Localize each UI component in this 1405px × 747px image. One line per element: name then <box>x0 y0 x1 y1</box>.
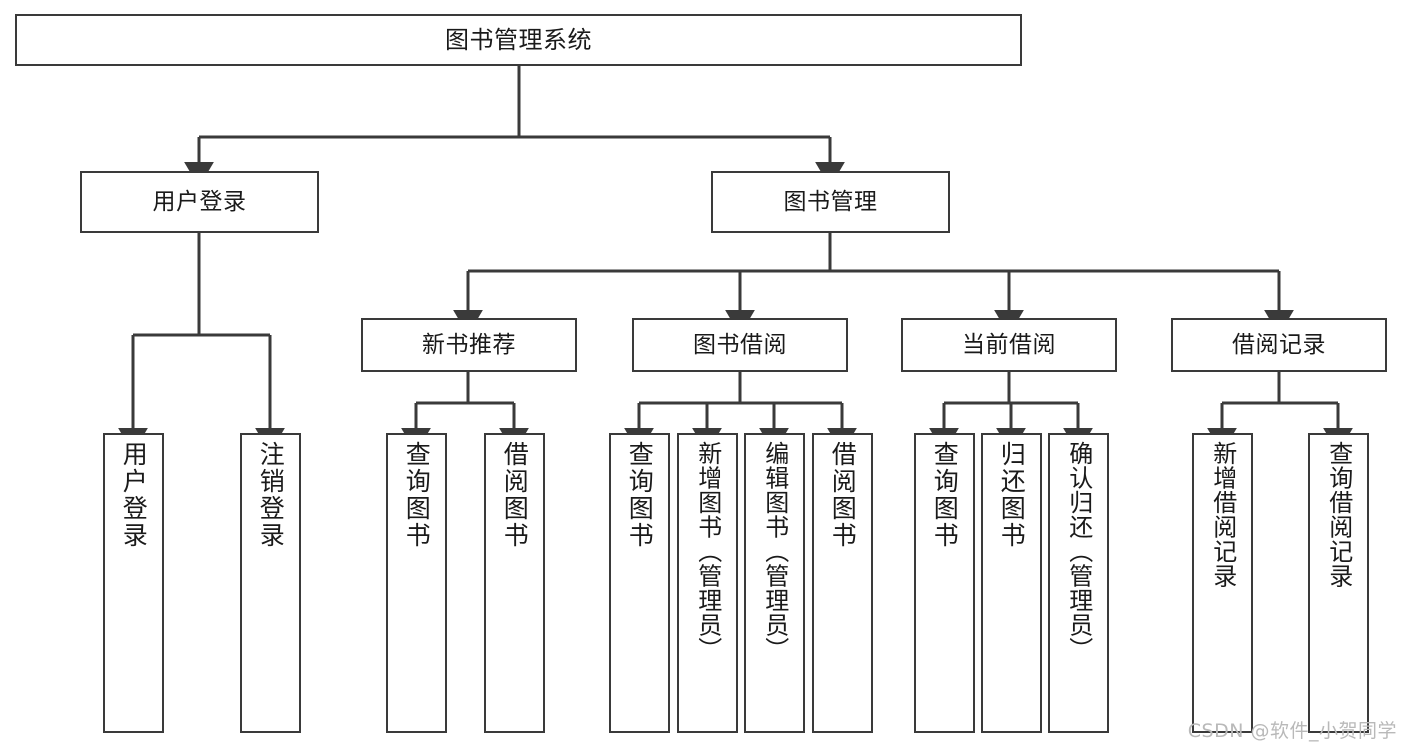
watermark: CSDN @软件_小贺同学 <box>1187 720 1397 742</box>
node-book-manage-label: 图书管理 <box>783 188 878 215</box>
node-user-login-label: 用户登录 <box>152 188 247 215</box>
node-leaf-borrow-book-2-label: 借阅图书 <box>828 441 858 549</box>
node-leaf-return-book-label: 归还图书 <box>997 441 1027 549</box>
node-leaf-borrow-book-1-label: 借阅图书 <box>500 441 530 549</box>
node-leaf-edit-book[interactable]: 编辑图书（管理员） <box>744 433 805 733</box>
node-leaf-user-login-label: 用户登录 <box>119 441 149 549</box>
node-borrow-record[interactable]: 借阅记录 <box>1171 318 1387 372</box>
node-leaf-add-book[interactable]: 新增图书（管理员） <box>677 433 738 733</box>
node-leaf-add-record-label: 新增借阅记录 <box>1208 441 1237 588</box>
node-user-login[interactable]: 用户登录 <box>80 171 319 233</box>
node-leaf-confirm-return[interactable]: 确认归还（管理员） <box>1048 433 1109 733</box>
node-leaf-borrow-book-2[interactable]: 借阅图书 <box>812 433 873 733</box>
node-leaf-query-record[interactable]: 查询借阅记录 <box>1308 433 1369 733</box>
node-leaf-user-login[interactable]: 用户登录 <box>103 433 164 733</box>
node-leaf-borrow-book-1[interactable]: 借阅图书 <box>484 433 545 733</box>
node-leaf-query-book-3-label: 查询图书 <box>930 441 960 549</box>
node-leaf-add-record[interactable]: 新增借阅记录 <box>1192 433 1253 733</box>
node-leaf-add-book-label: 新增图书（管理员） <box>693 441 722 662</box>
node-root[interactable]: 图书管理系统 <box>15 14 1022 66</box>
node-leaf-user-logout[interactable]: 注销登录 <box>240 433 301 733</box>
node-leaf-confirm-return-label: 确认归还（管理员） <box>1064 441 1093 662</box>
node-root-label: 图书管理系统 <box>445 26 592 54</box>
node-borrow-record-label: 借阅记录 <box>1232 331 1326 358</box>
node-leaf-query-book-2[interactable]: 查询图书 <box>609 433 670 733</box>
node-leaf-edit-book-label: 编辑图书（管理员） <box>760 441 789 662</box>
node-book-borrow[interactable]: 图书借阅 <box>632 318 848 372</box>
node-new-book-recommend-label: 新书推荐 <box>422 331 516 358</box>
node-leaf-query-book-1-label: 查询图书 <box>402 441 432 549</box>
node-new-book-recommend[interactable]: 新书推荐 <box>361 318 577 372</box>
node-book-borrow-label: 图书借阅 <box>693 331 787 358</box>
node-book-manage[interactable]: 图书管理 <box>711 171 950 233</box>
node-leaf-user-logout-label: 注销登录 <box>256 441 286 549</box>
node-leaf-query-book-3[interactable]: 查询图书 <box>914 433 975 733</box>
node-leaf-return-book[interactable]: 归还图书 <box>981 433 1042 733</box>
node-current-borrow-label: 当前借阅 <box>962 331 1056 358</box>
node-current-borrow[interactable]: 当前借阅 <box>901 318 1117 372</box>
node-leaf-query-book-1[interactable]: 查询图书 <box>386 433 447 733</box>
node-leaf-query-book-2-label: 查询图书 <box>625 441 655 549</box>
node-leaf-query-record-label: 查询借阅记录 <box>1324 441 1353 588</box>
